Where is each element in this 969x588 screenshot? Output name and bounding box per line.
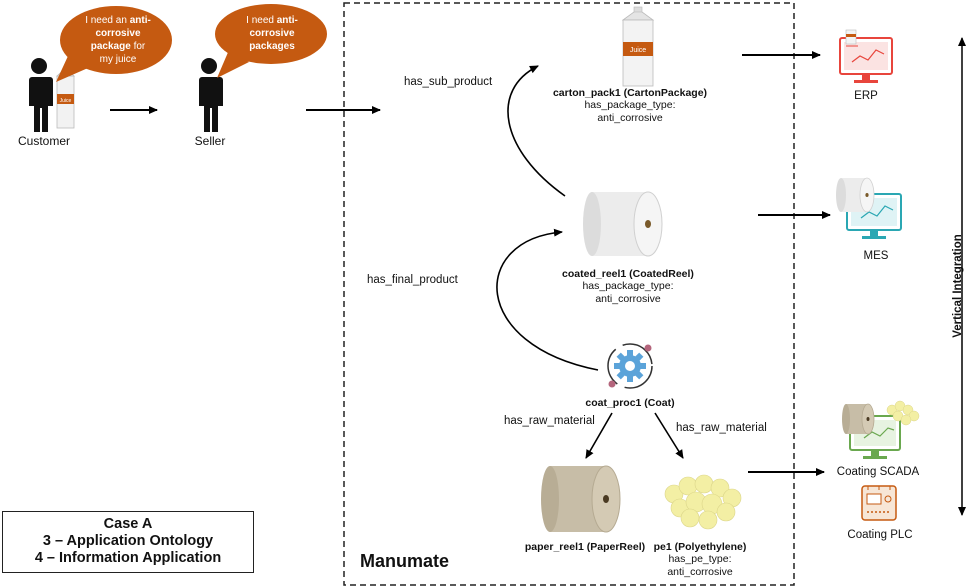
arrow-raw-material-paper — [585, 412, 613, 459]
arrow-has-sub-product — [507, 65, 566, 197]
arrow-raw-material-pe — [654, 412, 684, 459]
gear-icon — [607, 343, 653, 389]
paper-reel-icon — [541, 465, 621, 533]
erp-monitor-icon — [839, 29, 893, 83]
pe-node: pe1 (Polyethylene) has_pe_type: anti_cor… — [630, 541, 770, 579]
carton-package-icon: Juice — [621, 6, 655, 87]
coated-reel-prop: has_package_type: — [582, 280, 674, 292]
manumate-frame — [343, 2, 795, 586]
coated-reel-node: coated_reel1 (CoatedReel) has_package_ty… — [528, 268, 728, 306]
customer-speech-text: I need an anti- corrosive package for my… — [85, 15, 151, 65]
pe-prop: has_pe_type: — [668, 553, 732, 565]
coated-reel-title: coated_reel1 (CoatedReel) — [562, 268, 694, 280]
plc-icon — [861, 485, 897, 521]
seller-speech-bubble — [215, 4, 327, 78]
vertical-integration-label: Vertical Integration — [952, 234, 964, 338]
customer-speech-bubble — [56, 6, 172, 82]
mes-label: MES — [863, 250, 889, 262]
case-box: Case A 3 – Application Ontology 4 – Info… — [2, 511, 254, 573]
carton-pack-node: carton_pack1 (CartonPackage) has_package… — [530, 87, 730, 125]
case-title: Case A — [103, 516, 153, 532]
seller-label: Seller — [194, 134, 226, 148]
manumate-title: Manumate — [360, 551, 450, 571]
carton-pack-title: carton_pack1 (CartonPackage) — [552, 87, 708, 99]
scada-monitor-icon — [842, 400, 920, 459]
case-line-ontology: 3 – Application Ontology — [42, 533, 214, 549]
customer-person-icon: Juice — [28, 58, 76, 132]
paper-reel-title: paper_reel1 (PaperReel) — [524, 541, 646, 553]
svg-text:Juice: Juice — [630, 47, 646, 54]
coated-reel-icon — [583, 191, 663, 257]
carton-pack-value: anti_corrosive — [597, 112, 663, 124]
coated-reel-value: anti_corrosive — [595, 293, 661, 305]
seller-person-icon — [198, 58, 223, 132]
relation-has-sub-product: has_sub_product — [404, 76, 493, 88]
erp-label: ERP — [854, 90, 878, 102]
seller-speech-text: I need anti- corrosive packages — [246, 15, 298, 52]
plc-label: Coating PLC — [847, 529, 913, 541]
mes-monitor-icon — [836, 177, 902, 239]
arrow-has-final-product — [496, 228, 599, 371]
svg-text:Juice: Juice — [60, 98, 72, 104]
case-line-application: 4 – Information Application — [34, 550, 222, 566]
relation-has-raw-material-left: has_raw_material — [504, 415, 595, 427]
pe-title: pe1 (Polyethylene) — [653, 541, 747, 553]
paper-reel-node: paper_reel1 (PaperReel) — [500, 541, 670, 553]
relation-has-raw-material-right: has_raw_material — [676, 422, 767, 434]
polyethylene-pellets-icon — [664, 474, 742, 530]
scada-label: Coating SCADA — [836, 466, 920, 478]
coat-proc-title: coat_proc1 (Coat) — [585, 397, 675, 409]
pe-value: anti_corrosive — [667, 566, 733, 578]
relation-has-final-product: has_final_product — [367, 274, 458, 286]
coat-proc-node: coat_proc1 (Coat) — [540, 397, 720, 409]
customer-label: Customer — [17, 134, 70, 148]
carton-pack-prop: has_package_type: — [584, 99, 676, 111]
